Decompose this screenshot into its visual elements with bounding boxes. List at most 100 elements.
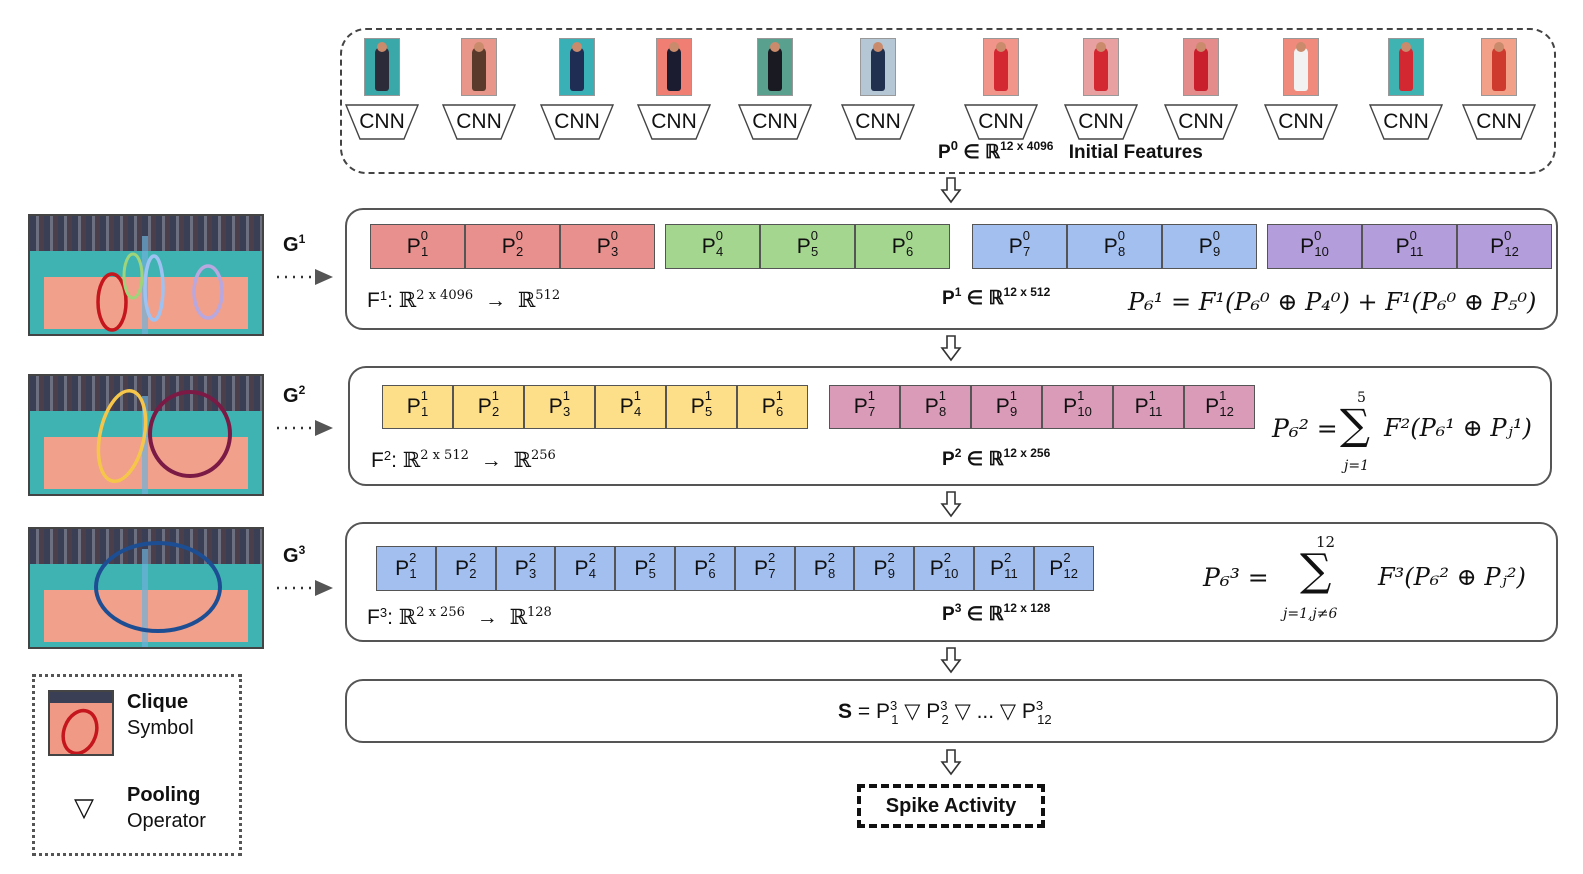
p1-dims: 12 x 512	[1003, 285, 1051, 299]
spike-activity-box: Spike Activity	[857, 784, 1045, 828]
layer2-eq-sum-bottom: j=1	[1344, 458, 1369, 474]
pooling-box	[345, 679, 1558, 743]
player-crop-image	[860, 38, 896, 96]
cnn-label: CNN	[978, 110, 1024, 133]
f3-out: 128	[527, 605, 552, 620]
p2-sup: 2	[954, 446, 962, 460]
player-crop-image	[757, 38, 793, 96]
f3-map: ℝ	[398, 605, 417, 629]
p1-label: P	[942, 288, 955, 309]
legend-pool-sub: Operator	[127, 810, 206, 832]
p2-dims: 12 x 256	[1003, 446, 1051, 460]
f3-sup: 3	[379, 605, 388, 620]
cnn-label: CNN	[456, 110, 502, 133]
cnn-block: CNN	[1064, 104, 1138, 140]
player-crop-image	[1083, 38, 1119, 96]
initial-space: ∈ ℝ	[963, 142, 1001, 163]
player-crop-image	[1481, 38, 1517, 96]
cnn-block: CNN	[964, 104, 1038, 140]
graph-image-g3	[28, 527, 264, 649]
down-arrow-icon	[940, 177, 962, 204]
legend-clique-sub: Symbol	[127, 717, 194, 739]
player-crop-image	[559, 38, 595, 96]
pool-p-sup: 3	[889, 698, 898, 713]
initial-p-sup: 0	[950, 138, 958, 153]
f3-arrow: →	[476, 606, 498, 629]
pool-p-label: P	[926, 700, 941, 723]
cnn-block: CNN	[345, 104, 419, 140]
cnn-label: CNN	[1476, 110, 1522, 133]
f1-arrow: →	[484, 289, 506, 312]
legend-clique-title: Clique	[127, 691, 189, 713]
layer3-box	[345, 522, 1558, 642]
f2-sup: 2	[383, 448, 392, 463]
player-crop-image	[461, 38, 497, 96]
cnn-label: CNN	[1278, 110, 1324, 133]
p3-dims: 12 x 128	[1003, 601, 1051, 615]
layer3-function: F3: ℝ2 x 256 → ℝ128	[367, 605, 552, 629]
pool-p-sub: 2	[941, 712, 949, 727]
sum-icon: ∑	[1340, 400, 1370, 449]
f2-in: 2 x 512	[420, 448, 469, 463]
player-crop-image	[656, 38, 692, 96]
f1-out: 512	[535, 288, 561, 303]
down-arrow-icon	[940, 647, 962, 674]
layer2-eq-rhs: F²(P₆¹ ⊕ Pⱼ¹)	[1384, 414, 1532, 442]
layer2-function: F2: ℝ2 x 512 → ℝ256	[371, 448, 556, 472]
layer2-eq-sum-top: 5	[1357, 390, 1366, 406]
f1-label: F	[367, 289, 380, 312]
layer1-shape: P1 ∈ ℝ12 x 512	[942, 285, 1051, 310]
cnn-label: CNN	[651, 110, 697, 133]
layer3-eq-rhs: F³(P₆² ⊕ Pⱼ²)	[1378, 563, 1526, 591]
f1-sup: 1	[379, 288, 388, 303]
f1-map-out: ℝ	[517, 288, 536, 312]
initial-p-label: P	[938, 142, 951, 163]
initial-caption: Initial Features	[1068, 142, 1203, 163]
layer1-equation: P₆¹ = F¹(P₆⁰ ⊕ P₄⁰) + F¹(P₆⁰ ⊕ P₅⁰)	[1128, 288, 1537, 316]
player-crop-image	[1388, 38, 1424, 96]
layer3-eq-lhs: P₆³ =	[1203, 563, 1269, 592]
player-crop-image	[1283, 38, 1319, 96]
legend-box	[32, 674, 242, 856]
pool-equals: =	[852, 700, 876, 723]
pool-p-label: P	[875, 700, 890, 723]
f2-label: F	[371, 449, 384, 472]
pooling-operator-icon: ▽	[999, 700, 1022, 723]
f1-map: ℝ	[398, 288, 417, 312]
legend-pool-title: Pooling	[127, 784, 201, 806]
pool-p-sub: 1	[891, 712, 899, 727]
p2-space: ∈ ℝ	[966, 449, 1004, 470]
cnn-label: CNN	[752, 110, 798, 133]
clique-symbol-thumbnail	[48, 690, 114, 756]
layer3-shape: P3 ∈ ℝ12 x 128	[942, 601, 1051, 626]
cnn-label: CNN	[359, 110, 405, 133]
cnn-label: CNN	[554, 110, 600, 133]
f3-label: F	[367, 606, 380, 629]
initial-features-caption: P0 ∈ ℝ12 x 4096 Initial Features	[938, 138, 1203, 164]
pooling-operator-icon: ▽	[74, 792, 94, 822]
pool-ellipsis: ...	[976, 700, 1000, 723]
